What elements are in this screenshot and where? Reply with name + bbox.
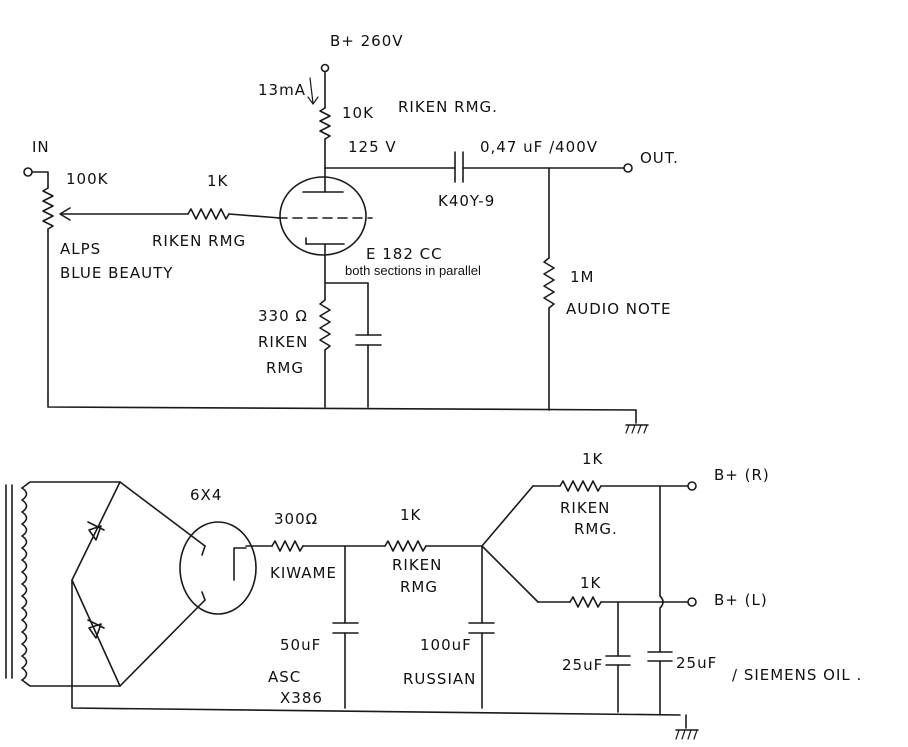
bplus-l-label: B+ (L) [714, 591, 768, 609]
wire [21, 679, 121, 687]
rectifier-anode [201, 545, 206, 556]
grid-stopper-resistor [187, 208, 230, 220]
bplus-r-label: B+ (R) [714, 466, 770, 484]
power-supply: 6X4 300Ω KIWAME 50uF ASC X386 1K RIKEN R… [5, 450, 862, 740]
rectifier-cathode [233, 547, 247, 581]
bplus-l-terminal [687, 597, 697, 607]
pot-label-2: BLUE BEAUTY [60, 264, 173, 282]
wire [481, 485, 534, 547]
tube-envelope [279, 176, 367, 256]
current-label: 13mA [258, 81, 306, 99]
resistor-300-value: 300Ω [274, 510, 318, 528]
volume-pot [42, 187, 54, 230]
cap-25-l-value: 25uF [562, 656, 603, 674]
cap-25-r-type: / SIEMENS OIL . [732, 666, 862, 684]
cap-50-value: 50uF [280, 636, 321, 654]
rectifier-envelope [179, 521, 257, 615]
resistor-r [559, 480, 602, 492]
resistor-l [569, 596, 602, 608]
cathode-resistor-label-2: RMG [266, 359, 304, 377]
grid-stopper-type: RIKEN RMG [152, 232, 246, 250]
resistor-l-value: 1K [580, 574, 602, 592]
grid-stopper-value: 1K [207, 172, 229, 190]
wire [21, 481, 121, 489]
cap-50-label-1: ASC [268, 668, 301, 686]
out-terminal [623, 163, 633, 173]
cathode-resistor-value: 330 Ω [258, 307, 308, 325]
cap-25-r-value: 25uF [676, 654, 717, 672]
transformer [5, 481, 121, 687]
cathode-resistor-label-1: RIKEN [258, 333, 308, 351]
pot-value: 100K [66, 170, 109, 188]
wire [481, 545, 539, 603]
coupling-cap-type: K40Y-9 [438, 192, 495, 210]
resistor-r-value: 1K [582, 450, 604, 468]
coupling-cap-value: 0,47 uF /400V [480, 138, 598, 156]
cathode-resistor [319, 299, 331, 351]
wiper-arrow-icon [59, 207, 71, 221]
ps-ground-rail [71, 579, 681, 716]
cap-100-value: 100uF [420, 636, 472, 654]
amplifier-stage: B+ 260V 13mA 10K RIKEN RMG. 125 V OUT. 0… [23, 32, 679, 434]
wire [228, 213, 281, 219]
resistor-1k-main-label-2: RMG [400, 578, 438, 596]
resistor-300-type: KIWAME [270, 564, 337, 582]
in-terminal [23, 167, 33, 177]
diode-icon [87, 619, 105, 639]
resistor-1k-main-label-1: RIKEN [392, 556, 442, 574]
out-label: OUT. [640, 149, 679, 167]
rectifier-label: 6X4 [190, 486, 222, 504]
plate-resistor-value: 10K [342, 104, 374, 122]
plate-voltage: 125 V [348, 138, 397, 156]
output-resistor [543, 257, 555, 309]
transformer-winding [21, 487, 28, 681]
rectifier-anode [201, 591, 206, 601]
tube-note: both sections in parallel [345, 263, 481, 278]
resistor-r-label-2: RMG. [574, 520, 618, 538]
supply-label: B+ 260V [330, 32, 404, 50]
wire [119, 599, 206, 687]
current-arrow-icon [307, 77, 319, 106]
bplus-r-terminal [687, 481, 697, 491]
plate-resistor [319, 107, 331, 140]
ground-icon [625, 424, 649, 434]
output-resistor-type: AUDIO NOTE [566, 300, 671, 318]
wire [659, 485, 664, 653]
cap-100-type: RUSSIAN [403, 670, 476, 688]
tube-name: E 182 CC [366, 245, 443, 263]
resistor-1k-main-value: 1K [400, 506, 422, 524]
plate-resistor-type: RIKEN RMG. [398, 98, 498, 116]
bridge-left [71, 481, 121, 687]
ground-rail [47, 394, 637, 411]
diode-icon [87, 521, 105, 541]
output-resistor-value: 1M [570, 268, 595, 286]
resistor-1k-main [384, 540, 427, 552]
cap-50-label-2: X386 [280, 689, 323, 707]
resistor-300 [271, 540, 304, 552]
resistor-r-label-1: RIKEN [560, 499, 610, 517]
bplus-terminal [320, 63, 330, 73]
pot-label-1: ALPS [60, 240, 101, 258]
wire [31, 171, 49, 189]
ground-icon [675, 729, 699, 740]
in-label: IN [32, 138, 50, 156]
